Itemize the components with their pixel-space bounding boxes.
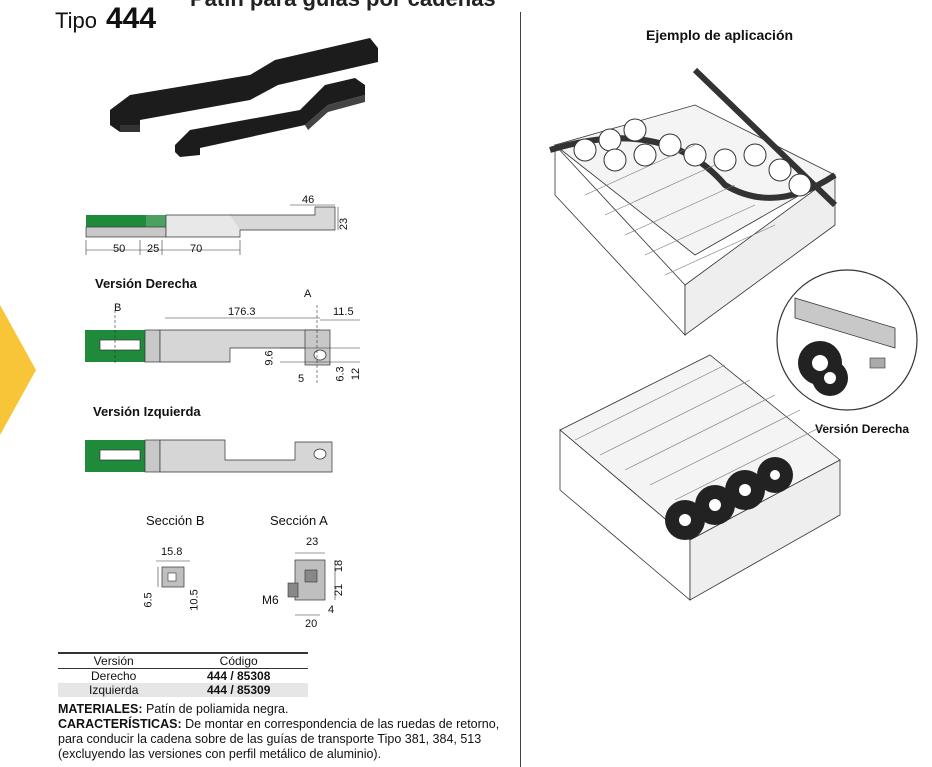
drawing-top-view [85,204,339,255]
materiales-line: MATERIALES: Patín de poliamida negra. [58,702,508,717]
row-version: Derecho [91,669,137,683]
application-illustration-bottom [559,354,841,601]
caracteristicas-label: CARACTERÍSTICAS: [58,717,182,731]
dim-a-marker: A [304,288,312,300]
application-title: Ejemplo de aplicación [646,27,794,43]
seccion-a-title: Sección A [270,513,328,528]
dim-25: 25 [147,243,160,255]
materiales-text: Patín de poliamida negra. [145,702,289,716]
product-photo [110,38,378,157]
dim-15-8: 15.8 [161,546,183,558]
dim-6-3: 6.3 [334,366,347,382]
caracteristicas-text: De montar en correspondencia de las rued… [58,717,500,761]
side-tab-marker [0,305,36,435]
dim-a-21: 21 [333,583,346,597]
application-illustration-top [549,67,838,337]
dim-a-20: 20 [305,618,318,630]
tipo-number: 444 [106,2,157,35]
tipo-label: Tipo [55,8,97,33]
dim-a-23: 23 [306,536,319,548]
codes-table-header: Versión Código [58,652,308,669]
dim-9-6: 9.6 [263,350,276,366]
column-divider [520,12,521,767]
notes-block: MATERIALES: Patín de poliamida negra. CA… [58,702,508,762]
row-code: 444 / 85309 [169,683,308,697]
header-codigo: Código [169,652,308,669]
row-code: 444 / 85308 [206,669,271,683]
detail-callout-label: Versión Derecha [815,422,910,436]
row-version: Izquierda [58,683,170,697]
seccion-b-title: Sección B [146,513,205,528]
dim-a-m6: M6 [262,593,279,607]
version-derecha-title: Versión Derecha [95,276,197,291]
dim-23: 23 [338,217,351,231]
dim-70: 70 [190,243,203,255]
dim-b-marker: B [114,302,122,314]
table-row: Derecho 444 / 85308 [58,669,308,684]
dim-12: 12 [350,367,363,381]
dim-11-5: 11.5 [333,306,354,318]
dim-50: 50 [113,243,126,255]
codes-table: Versión Código Derecho 444 / 85308 Izqui… [58,652,308,697]
dim-176: 176.3 [228,306,256,318]
caracteristicas-line: CARACTERÍSTICAS: De montar en correspond… [58,717,508,762]
header-version: Versión [58,652,170,669]
dim-10-5: 10.5 [188,589,201,611]
drawing-seccion-a [287,552,336,616]
detail-circle-callout [776,269,918,411]
dim-6-5: 6.5 [142,592,155,608]
table-row: Izquierda 444 / 85309 [58,683,308,697]
materiales-label: MATERIALES: [58,702,143,716]
dim-46: 46 [302,194,315,206]
version-izquierda-title: Versión Izquierda [93,404,201,419]
dim-5: 5 [298,373,305,385]
dim-a-18: 18 [333,559,346,573]
drawing-version-derecha [85,305,360,385]
drawing-version-izquierda [85,439,333,473]
drawing-seccion-b [156,560,190,588]
dim-a-4: 4 [328,604,335,616]
